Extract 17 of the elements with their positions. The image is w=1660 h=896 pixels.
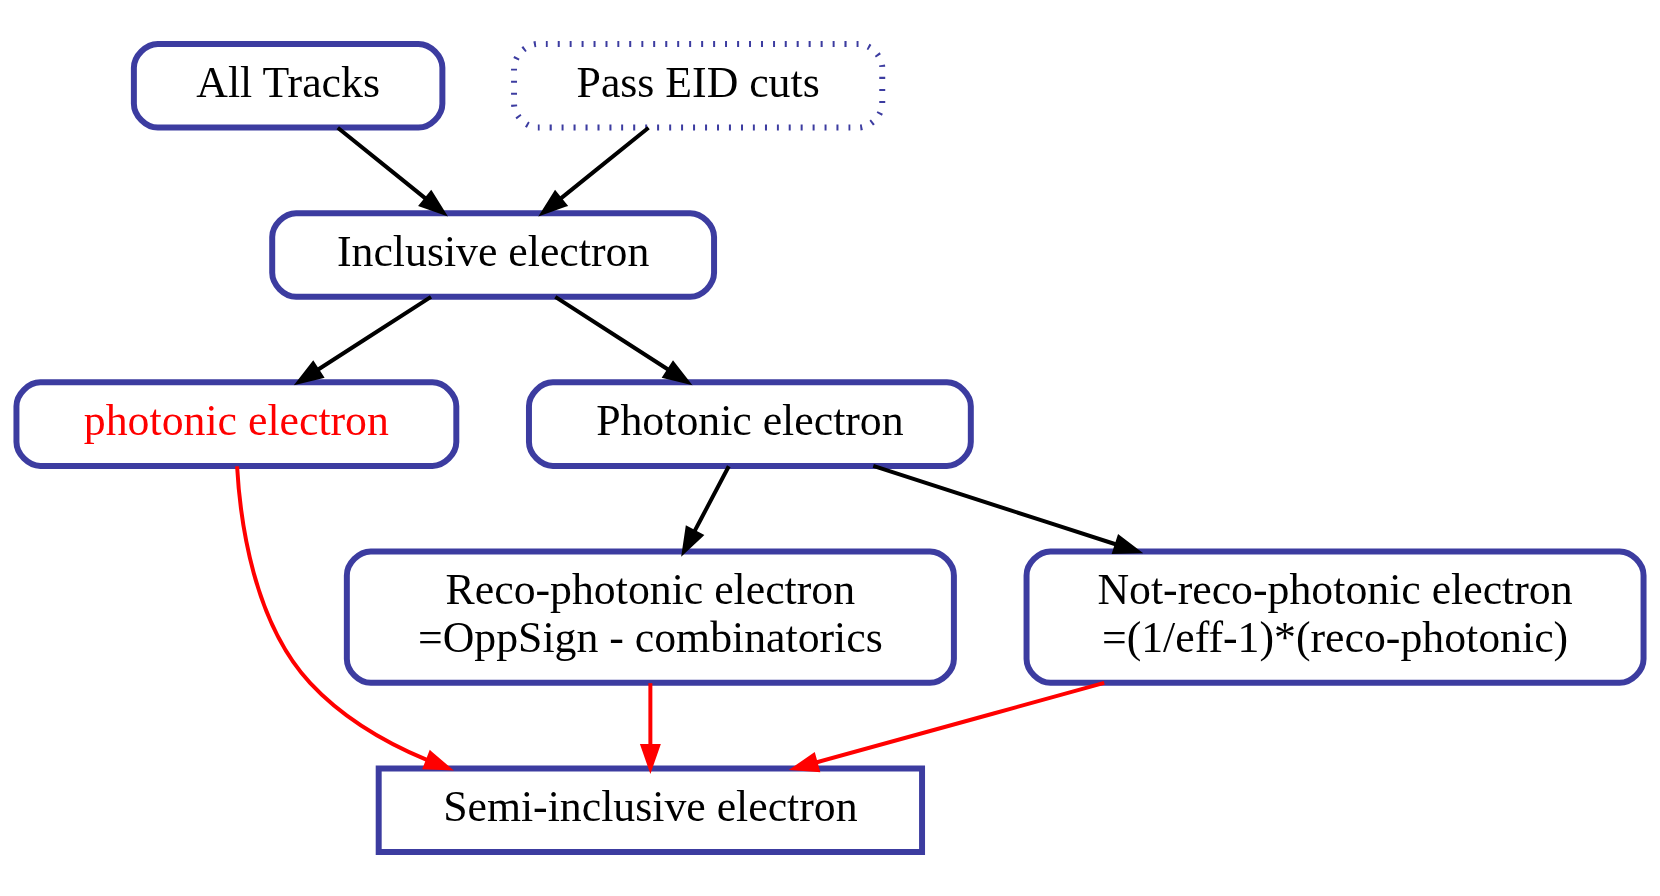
arrow bbox=[554, 295, 693, 386]
arrow bbox=[639, 683, 661, 774]
arrow bbox=[336, 126, 448, 217]
node-box: Pass EID cuts bbox=[511, 40, 886, 131]
arrow bbox=[681, 465, 731, 557]
arrow bbox=[293, 295, 433, 386]
node-box: Photonic electron bbox=[525, 379, 974, 469]
node-box: Semi-inclusive electron bbox=[375, 765, 926, 856]
node-box: photonic electron bbox=[13, 379, 460, 469]
arrow bbox=[235, 466, 454, 771]
arrow bbox=[788, 681, 1105, 773]
arrow bbox=[538, 126, 650, 217]
node-box: Reco-photonic electron =OppSign - combinatorics bbox=[343, 548, 957, 686]
arrow bbox=[872, 464, 1144, 554]
node-box: Not-reco-photonic electron =(1/eff-1)*(reco-photonic) bbox=[1023, 548, 1647, 686]
node-box: All Tracks bbox=[130, 40, 446, 131]
node-box: Inclusive electron bbox=[269, 210, 718, 300]
